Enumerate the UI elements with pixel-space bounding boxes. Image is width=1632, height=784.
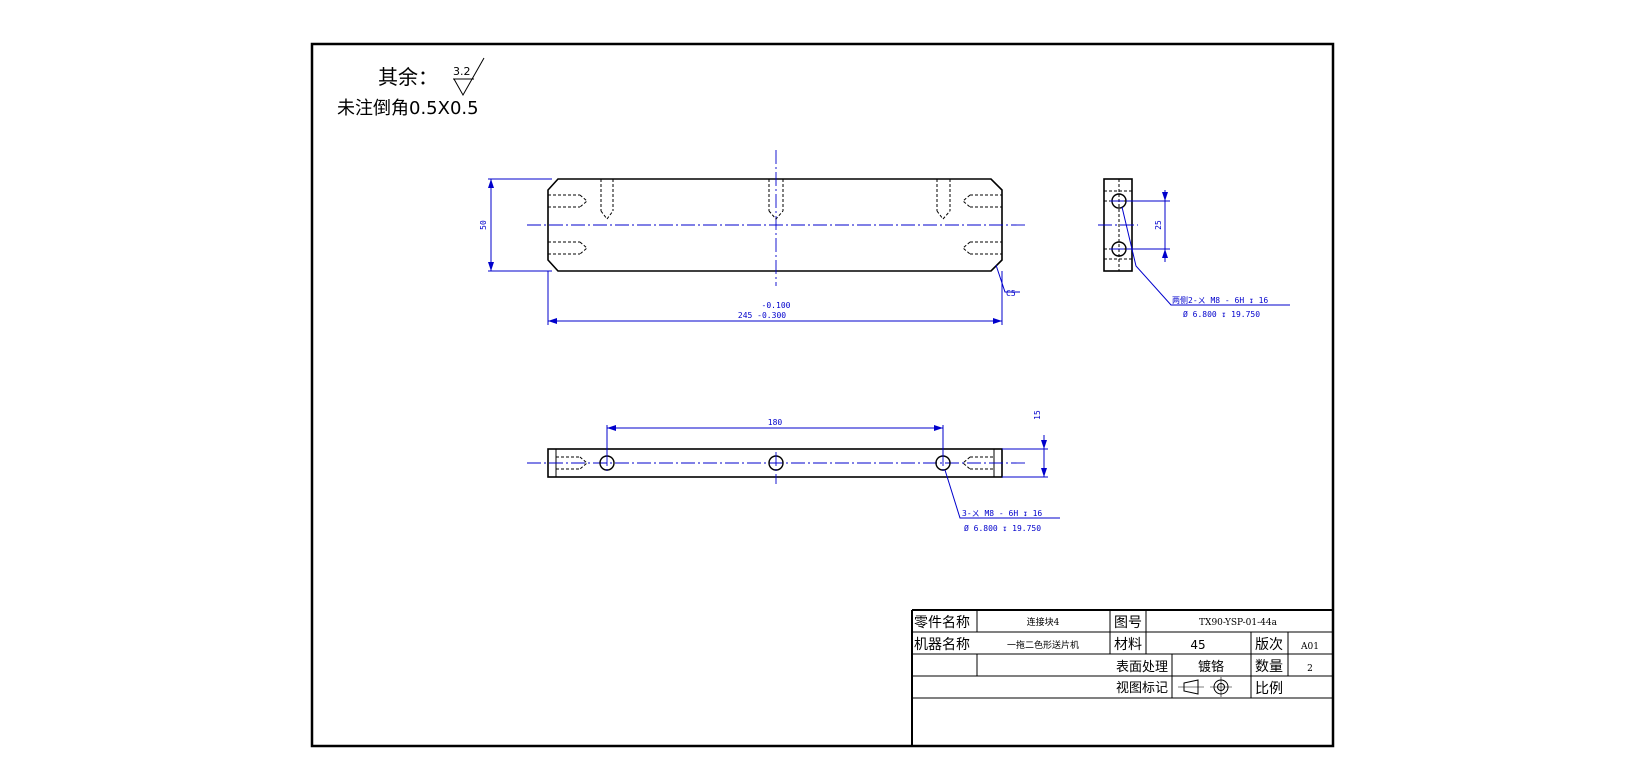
projection-symbol-icon: [1178, 677, 1232, 697]
roughness-symbol-icon: [453, 57, 485, 97]
surface-note-prefix: 其余：: [378, 65, 438, 89]
title-block: 零件名称 连接块4 图号 TX90-YSP-01-44a 机器名称 一拖二色形送…: [911, 609, 1333, 746]
drawing-no-label: 图号: [1114, 615, 1142, 631]
side-drill-spec: Ø 6.800 ↧ 19.750: [1183, 309, 1260, 319]
version-value: A01: [1300, 642, 1319, 652]
front-length-tol: -0.100: [762, 301, 791, 310]
machine-name-label: 机器名称: [914, 637, 970, 653]
side-view: 25 两侧2-ㄨ M8 - 6H ↧ 16 Ø 6.800 ↧ 19.750: [1098, 178, 1290, 319]
front-length-dim: 245 -0.300: [738, 311, 786, 320]
bottom-thickness-dim: 15: [1033, 410, 1042, 420]
material-value: 45: [1190, 638, 1205, 652]
front-view-outline: [547, 178, 1003, 272]
front-hidden-holes: [548, 179, 1002, 255]
side-thread-spec: 两侧2-ㄨ M8 - 6H ↧ 16: [1172, 295, 1268, 305]
part-name-value: 连接块4: [1027, 616, 1060, 628]
bottom-view: 180 15 3-ㄨ M8 - 6H ↧ 16 Ø 6.800 ↧ 19.750: [527, 410, 1060, 533]
chamfer-note: 未注倒角0.5X0.5: [337, 98, 479, 119]
machine-name-value: 一拖二色形送片机: [1007, 639, 1079, 651]
quantity-value: 2: [1307, 664, 1313, 674]
sheet-border: [310, 42, 1335, 748]
roughness-value: 3.2: [453, 65, 471, 78]
chamfer-label: C5: [1006, 289, 1016, 298]
material-label: 材料: [1114, 637, 1142, 653]
view-mark-label: 视图标记: [1116, 681, 1168, 696]
front-view: 50 -0.100 245 -0.300 C5: [479, 150, 1026, 325]
bottom-drill-spec: Ø 6.800 ↧ 19.750: [964, 523, 1041, 533]
bottom-spacing-dim: 180: [768, 418, 783, 427]
front-height-dim: 50: [479, 220, 488, 230]
scale-label: 比例: [1255, 681, 1283, 697]
surface-treatment-value: 镀铬: [1198, 659, 1224, 675]
version-label: 版次: [1255, 637, 1283, 653]
side-spacing-dim: 25: [1154, 220, 1163, 230]
quantity-label: 数量: [1255, 659, 1283, 675]
surface-treatment-label: 表面处理: [1116, 660, 1168, 675]
bottom-thread-spec: 3-ㄨ M8 - 6H ↧ 16: [962, 509, 1042, 518]
part-name-label: 零件名称: [914, 615, 970, 631]
drawing-no-value: TX90-YSP-01-44a: [1199, 618, 1278, 628]
